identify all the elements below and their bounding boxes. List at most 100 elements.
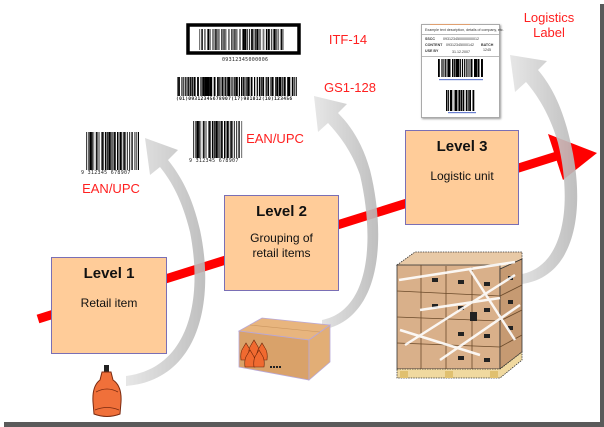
barcode-bar [224,121,226,158]
barcode-bar [209,29,211,50]
barcode-bar [95,132,97,170]
barcode-bar [221,77,224,96]
ean-upc-label-level2: EAN/UPC [246,131,304,146]
barcode-bar [470,59,473,77]
barcode-bar [228,121,230,158]
barcode-bar [227,77,228,96]
barcode-bar [282,77,284,96]
barcode-bar [211,121,214,158]
barcode-bar [477,59,480,77]
barcode-bar [448,59,451,77]
barcode-bar [469,59,471,77]
barcode-bar [267,77,268,96]
barcode-bar [233,77,235,96]
barcode-bar [197,121,199,158]
barcode-bar [454,90,457,111]
barcode-bar [89,132,92,170]
barcode-bar [91,132,93,170]
barcode-bar [279,77,282,96]
barcode-bar [131,132,133,170]
barcode-bar [270,77,271,96]
barcode-bar [277,29,280,50]
barcode-bar [117,132,119,170]
barcode-bar [482,59,483,77]
barcode-bar [452,59,454,77]
barcode-bar [207,29,208,50]
barcode-bar [476,59,478,77]
barcode-bar [265,77,267,96]
barcode-bar [450,90,453,111]
barcode-bar [204,77,207,96]
barcode-bar [469,90,471,111]
barcode-bar [248,29,251,50]
barcode-bar [242,77,244,96]
barcode-bar [101,132,104,170]
barcode-bar [218,29,220,50]
barcode-bar [225,77,227,96]
barcode-bar [192,77,194,96]
pallet-icon [395,251,523,379]
barcode-bar [113,132,116,170]
barcode-bar [185,77,186,96]
use-by-key: USE BY [425,49,439,53]
barcode-bar [462,90,465,111]
barcode-bar [481,59,483,77]
barcode-bar [281,77,283,96]
barcode-bar [102,132,104,170]
barcode-bar [201,29,202,50]
barcode-bar [190,77,192,96]
barcode-bar [213,121,215,158]
barcode-bar [216,29,218,50]
barcode-bar [256,77,258,96]
barcode-bar [219,77,221,96]
barcode-bar [468,59,470,77]
case-of-bottles-icon [237,317,332,381]
barcode-bar [124,132,126,170]
level-1-box: Level 1 Retail item [51,257,167,354]
content-value: 09312345000142 [446,43,474,47]
barcode-bar [243,29,245,50]
barcode-bar [109,132,111,170]
use-by-value: 31.12.2007 [452,50,470,54]
level-3-title: Level 3 [436,138,488,155]
batch-value: 1245 [483,48,491,52]
barcode-bar [201,77,202,96]
barcode-bar [212,29,214,50]
barcode-bar [204,121,205,158]
level-2-description: Grouping of retail items [225,231,338,261]
barcode-bar [259,29,262,50]
barcode-bar [273,29,274,50]
barcode-bar [137,132,139,170]
logistics-barcode-sscc-hri [439,79,483,81]
barcode-bar [181,77,182,96]
barcode-bar [104,132,107,170]
barcode-bar [276,77,279,96]
ean-upc-digits-level1: 9 312345 678907 [81,170,131,176]
barcode-bar [287,77,289,96]
barcode-bar [204,29,206,50]
logistics-label-header: Example text description, details of com… [425,28,504,32]
barcode-bar [216,121,218,158]
level-2-description-line2: retail items [252,246,311,260]
barcode-bar [274,29,276,50]
barcode-bar [459,59,461,77]
logistics-label-card: Example text description, details of com… [421,24,504,118]
barcode-bar [276,29,277,50]
ean-upc-label-level1: EAN/UPC [82,181,140,196]
barcode-bar [202,77,203,96]
barcode-bar [442,59,444,77]
barcode-bar [248,77,250,96]
barcode-bar [202,121,204,158]
logistics-label-caption-line2: Label [533,25,565,40]
barcode-bar [200,77,201,96]
barcode-bar [464,59,466,77]
barcode-bar [256,29,259,50]
barcode-bar [268,29,271,50]
barcode-bar [229,77,231,96]
barcode-bar [458,59,460,77]
barcode-bar [178,77,180,96]
barcode-bar [195,121,196,158]
barcode-bar [472,90,475,111]
content-key: CONTENT [425,43,443,47]
